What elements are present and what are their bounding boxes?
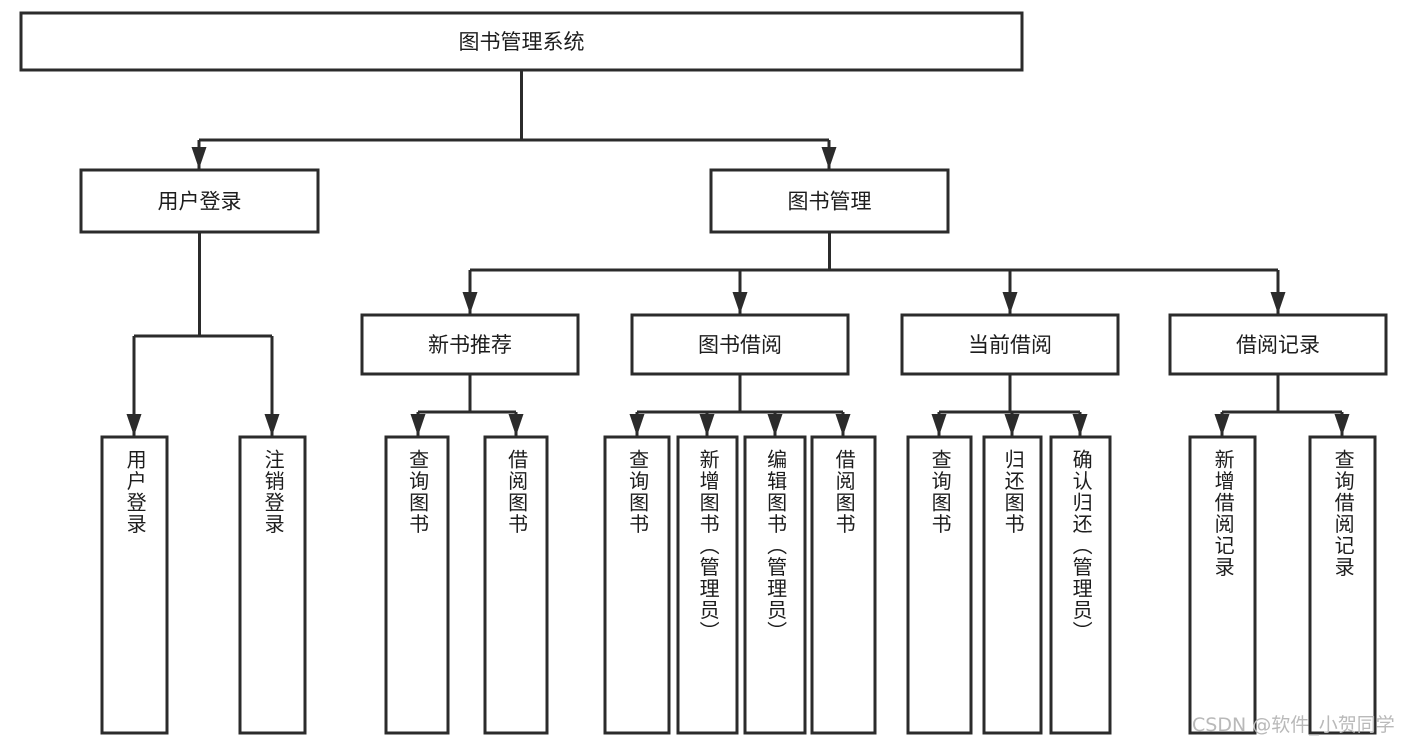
- level2-node-1-box[interactable]: [709, 168, 950, 234]
- leaf-node-5-label: 新增图书（管理员）: [696, 449, 721, 643]
- arrow-to-leaf-0-0: [126, 414, 142, 436]
- leaf-node-8-box[interactable]: [906, 435, 973, 735]
- leaf-node-0-box[interactable]: [100, 435, 169, 735]
- arrow-to-leaf-2-3: [835, 414, 851, 436]
- leaf-node-4-label: 查询图书: [625, 449, 650, 535]
- arrow-to-level3-1: [732, 292, 748, 314]
- leaf-node-1-label: 注销登录: [261, 449, 286, 535]
- leaf-node-8-label: 查询图书: [928, 449, 953, 535]
- arrow-to-leaf-3-0: [931, 414, 947, 436]
- arrow-to-leaf-2-0: [629, 414, 645, 436]
- arrow-to-leaf-2-2: [767, 414, 783, 436]
- leaf-node-0-label: 用户登录: [123, 449, 148, 535]
- level3-node-2-box[interactable]: [900, 313, 1120, 376]
- leaf-node-11-box[interactable]: [1188, 435, 1257, 735]
- arrow-to-leaf-4-0: [1214, 414, 1230, 436]
- root-node-label: 图书管理系统: [459, 30, 585, 54]
- leaf-node-3-box[interactable]: [483, 435, 549, 735]
- leaf-node-12-label: 查询借阅记录: [1331, 449, 1356, 578]
- leaf-node-11-label: 新增借阅记录: [1211, 449, 1236, 578]
- arrow-to-level3-2: [1002, 292, 1018, 314]
- root-node-box[interactable]: [19, 11, 1024, 72]
- level3-node-1-box[interactable]: [630, 313, 850, 376]
- leaf-node-3-label: 借阅图书: [504, 449, 529, 535]
- arrow-to-leaf-3-1: [1004, 414, 1020, 436]
- level2-node-1-label: 图书管理: [788, 190, 872, 214]
- arrow-to-level3-0: [462, 292, 478, 314]
- arrow-to-level2-1: [821, 147, 837, 169]
- leaf-node-9-box[interactable]: [982, 435, 1043, 735]
- watermark: CSDN @软件_小贺同学: [1192, 714, 1395, 736]
- level3-node-2-label: 当前借阅: [968, 333, 1052, 357]
- leaf-node-9-label: 归还图书: [1001, 449, 1026, 535]
- level3-node-0-label: 新书推荐: [428, 333, 512, 357]
- level3-node-1-label: 图书借阅: [698, 333, 782, 357]
- leaf-node-6-label: 编辑图书（管理员）: [763, 449, 788, 643]
- leaf-node-7-label: 借阅图书: [832, 449, 857, 535]
- leaf-node-2-label: 查询图书: [405, 449, 430, 535]
- arrow-to-level2-0: [191, 147, 207, 169]
- leaf-node-4-box[interactable]: [603, 435, 671, 735]
- level3-node-3-box[interactable]: [1168, 313, 1388, 376]
- boxes-layer: [19, 11, 1388, 735]
- arrow-to-leaf-0-1: [264, 414, 280, 436]
- arrow-to-leaf-1-1: [508, 414, 524, 436]
- level3-node-0-box[interactable]: [360, 313, 580, 376]
- leaf-node-6-box[interactable]: [743, 435, 807, 735]
- arrow-to-leaf-1-0: [410, 414, 426, 436]
- edges-layer: [126, 70, 1350, 436]
- level2-node-0-box[interactable]: [79, 168, 320, 234]
- leaf-node-1-box[interactable]: [238, 435, 307, 735]
- arrow-to-leaf-3-2: [1072, 414, 1088, 436]
- leaf-node-5-box[interactable]: [676, 435, 739, 735]
- arrow-to-level3-3: [1270, 292, 1286, 314]
- arrow-to-leaf-2-1: [699, 414, 715, 436]
- arrow-to-leaf-4-1: [1334, 414, 1350, 436]
- leaf-node-10-label: 确认归还（管理员）: [1069, 449, 1094, 643]
- level2-node-0-label: 用户登录: [158, 190, 242, 214]
- leaf-node-2-box[interactable]: [384, 435, 450, 735]
- leaf-node-7-box[interactable]: [810, 435, 877, 735]
- leaf-node-12-box[interactable]: [1308, 435, 1377, 735]
- leaf-node-10-box[interactable]: [1049, 435, 1112, 735]
- level3-node-3-label: 借阅记录: [1236, 333, 1320, 357]
